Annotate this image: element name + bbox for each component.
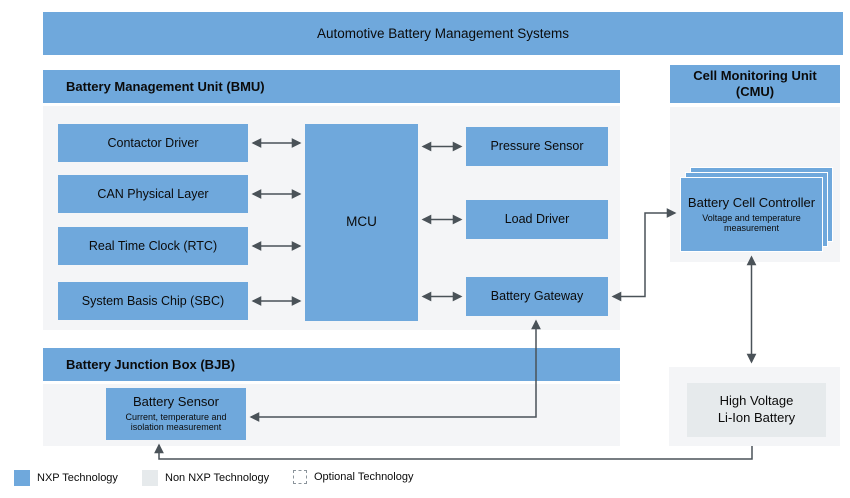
block-load-driver: Load Driver	[466, 200, 608, 239]
non-nxp-technology-swatch-icon	[142, 470, 158, 486]
block-system-basis-chip: System Basis Chip (SBC)	[58, 282, 248, 320]
block-contactor-driver: Contactor Driver	[58, 124, 248, 162]
bjb-header: Battery Junction Box (BJB)	[43, 348, 620, 381]
legend-item-optional: Optional Technology	[293, 470, 413, 484]
battery-cell-controller-subtitle: Voltage and temperature measurement	[702, 212, 801, 233]
real-time-clock-label: Real Time Clock (RTC)	[88, 238, 218, 253]
nxp-technology-swatch-icon	[14, 470, 30, 486]
bmu-header-label: Battery Management Unit (BMU)	[66, 79, 265, 94]
block-battery-gateway: Battery Gateway	[466, 277, 608, 316]
connector-hvbattery-sensor	[154, 443, 753, 460]
cmu-header-line2: (CMU)	[735, 84, 775, 99]
block-mcu: MCU	[305, 124, 418, 321]
battery-cell-controller-label: Battery Cell Controller	[687, 194, 816, 210]
load-driver-label: Load Driver	[504, 212, 570, 226]
optional-technology-swatch-icon	[293, 470, 307, 484]
bmu-header: Battery Management Unit (BMU)	[43, 70, 620, 103]
legend-item-nxp: NXP Technology	[14, 470, 118, 486]
connector-gateway-bcc	[611, 208, 677, 302]
block-pressure-sensor: Pressure Sensor	[466, 127, 608, 166]
battery-sensor-subtitle: Current, temperature and isolation measu…	[125, 412, 227, 433]
bjb-header-label: Battery Junction Box (BJB)	[66, 357, 236, 372]
contactor-driver-label: Contactor Driver	[107, 135, 199, 150]
legend-item-non-nxp: Non NXP Technology	[142, 470, 269, 486]
mcu-label: MCU	[346, 214, 377, 230]
cmu-header-line1: Cell Monitoring Unit	[693, 67, 817, 83]
battery-sensor-label: Battery Sensor	[133, 394, 219, 410]
cmu-header: Cell Monitoring Unit (CMU)	[670, 65, 840, 103]
hv-battery-line1: High Voltage	[719, 393, 794, 409]
block-battery-cell-controller: Battery Cell Controller Voltage and temp…	[680, 177, 823, 252]
block-battery-sensor: Battery Sensor Current, temperature and …	[106, 388, 246, 440]
system-basis-chip-label: System Basis Chip (SBC)	[81, 293, 225, 308]
nxp-technology-label: NXP Technology	[37, 472, 118, 484]
pressure-sensor-label: Pressure Sensor	[490, 139, 584, 153]
block-real-time-clock: Real Time Clock (RTC)	[58, 227, 248, 265]
legend: NXP Technology Non NXP Technology Option…	[0, 468, 850, 494]
battery-gateway-label: Battery Gateway	[490, 289, 584, 303]
block-can-physical-layer: CAN Physical Layer	[58, 175, 248, 213]
block-high-voltage-battery: High Voltage Li-Ion Battery	[687, 383, 826, 437]
hv-battery-line2: Li-Ion Battery	[717, 410, 796, 425]
non-nxp-technology-label: Non NXP Technology	[165, 472, 270, 484]
optional-technology-label: Optional Technology	[314, 471, 414, 483]
title-banner-label: Automotive Battery Management Systems	[316, 26, 570, 41]
title-banner: Automotive Battery Management Systems	[43, 12, 843, 55]
can-physical-layer-label: CAN Physical Layer	[97, 186, 209, 201]
